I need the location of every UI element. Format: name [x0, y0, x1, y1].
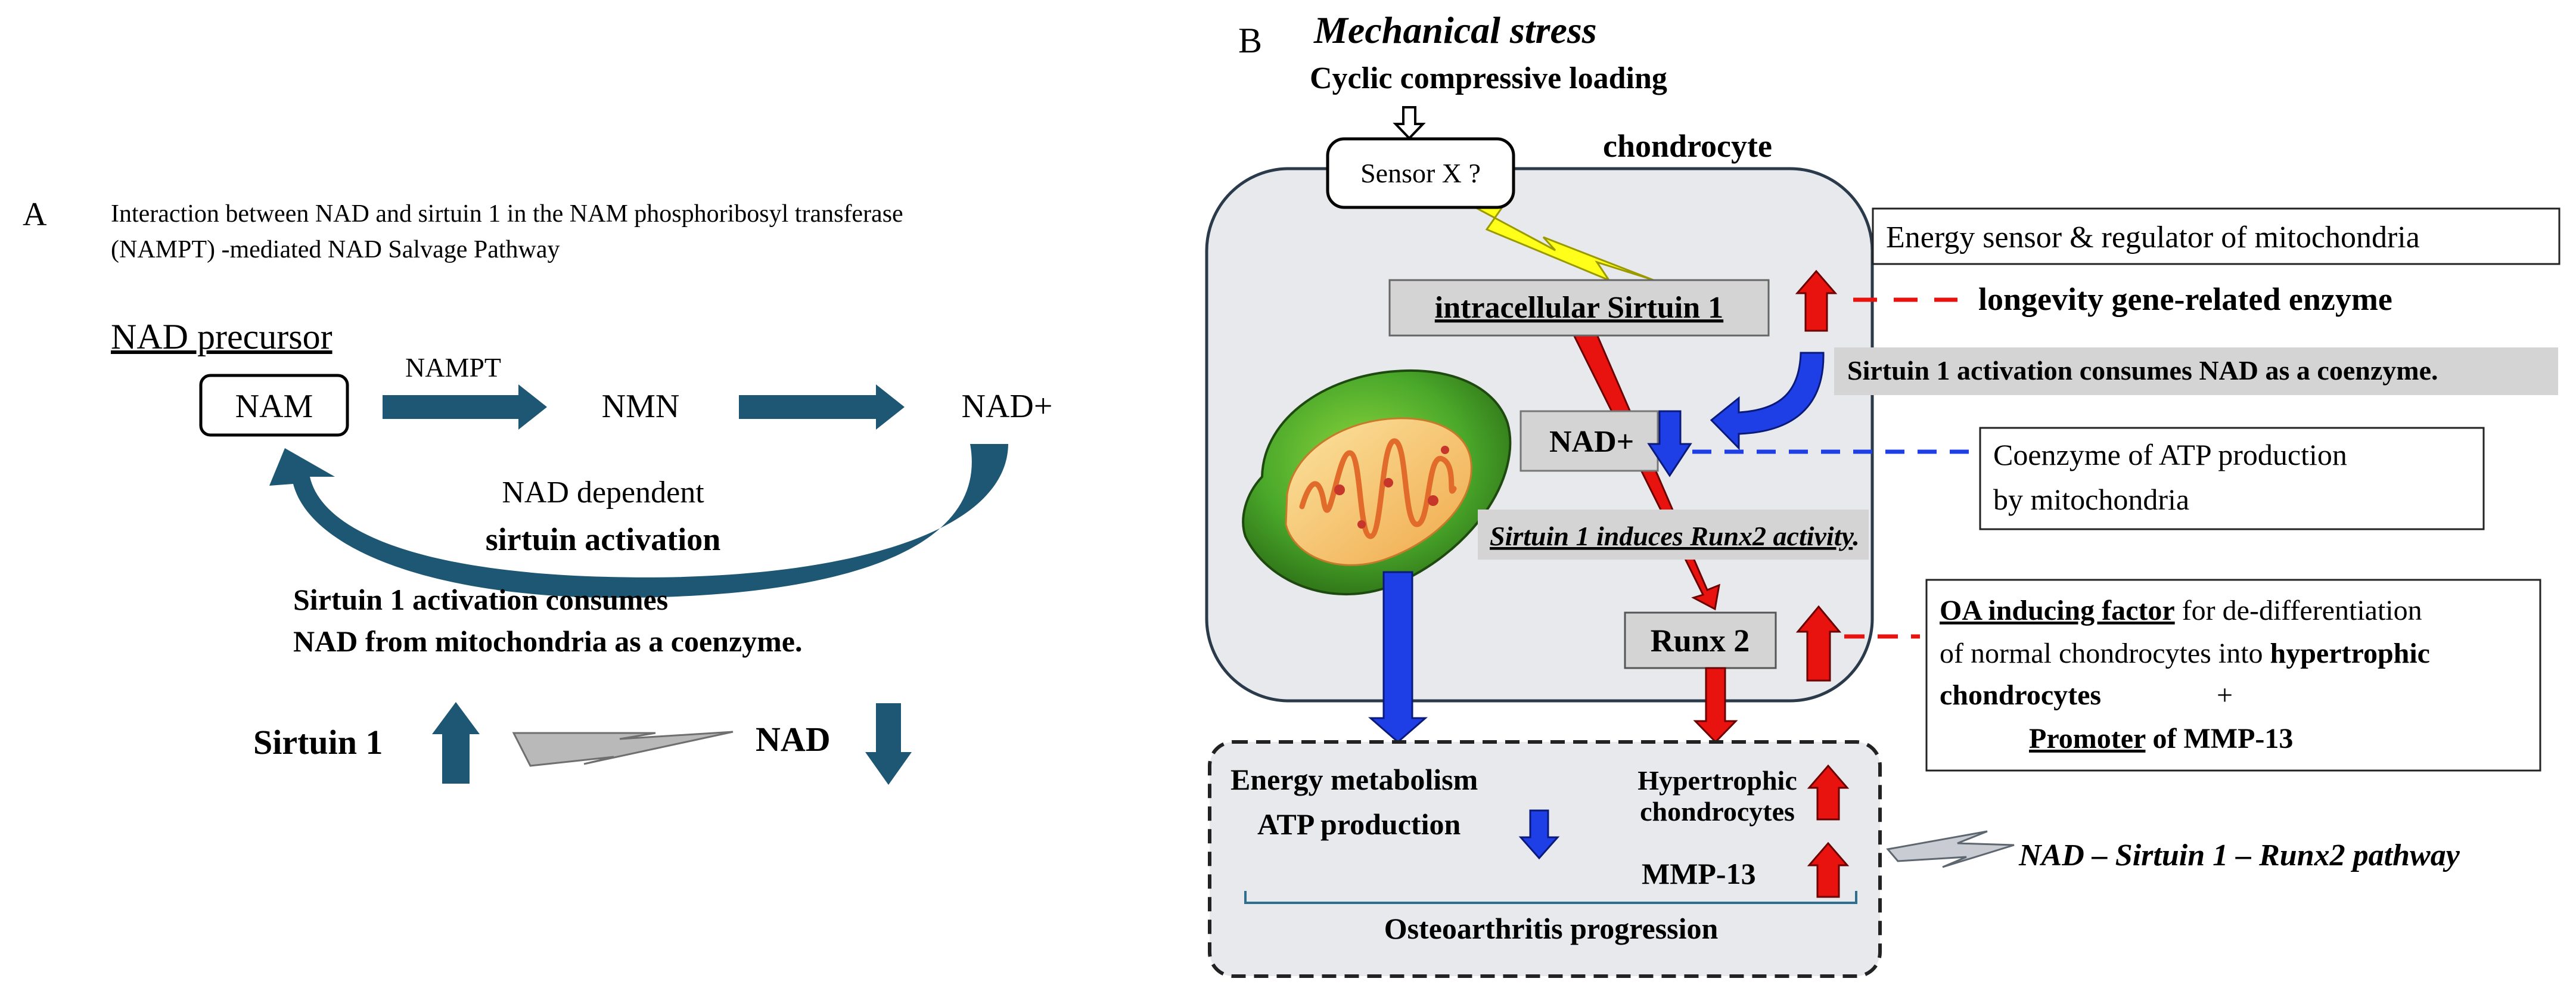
cycle-label-line2: sirtuin activation: [486, 521, 721, 557]
sirtuin-to-nad-arrow: [1710, 352, 1825, 451]
mmp13-label: MMP-13: [1642, 857, 1756, 890]
sirtuin-box-label: intracellular Sirtuin 1: [1435, 291, 1723, 325]
longevity-label: longevity gene-related enzyme: [1978, 281, 2392, 317]
panel-b-subtitle: Cyclic compressive loading: [1310, 61, 1667, 95]
atp-down-arrow-icon: [1518, 809, 1560, 860]
nad-plus-label: NAD+: [962, 388, 1053, 425]
nam-label: NAM: [235, 388, 313, 425]
sensor-box: [1326, 137, 1515, 209]
note-line1: Sirtuin 1 activation consumes: [293, 583, 668, 616]
oa-line3-a: chondrocytes: [1940, 679, 2101, 711]
energy-sensor-label: Energy sensor & regulator of mitochondri…: [1886, 220, 2420, 254]
nam-to-nmn-arrow: [383, 384, 547, 430]
sirtuin-up-arrow-icon: [432, 702, 480, 784]
induces-note: Sirtuin 1 induces Runx2 activity.: [1490, 521, 1860, 551]
coenzyme-line2: by mitochondria: [1993, 483, 2189, 516]
mito-to-energy-arrow: [1368, 571, 1428, 743]
panel-b-title: Mechanical stress: [1313, 9, 1597, 51]
oa-line2: of normal chondrocytes into hypertrophic: [1940, 638, 2430, 669]
runx-box-label: Runx 2: [1651, 623, 1750, 659]
hollow-down-arrow-icon: [1393, 106, 1426, 140]
hyper-line1: Hypertrophic: [1637, 765, 1797, 796]
nad-precursor-label: NAD precursor: [111, 317, 333, 356]
oa-line3-b: +: [2217, 679, 2233, 711]
coenzyme-box: [1979, 427, 2485, 530]
nam-box: [199, 374, 349, 437]
oa-line2-b: hypertrophic: [2270, 638, 2430, 669]
oa-line4-rest: of MMP-13: [2145, 723, 2293, 754]
mmp13-up-arrow-icon: [1807, 841, 1850, 898]
hyper-line2: chondrocytes: [1640, 796, 1795, 827]
panel-a-label: A: [23, 196, 47, 233]
sirtuin-box: [1388, 279, 1770, 337]
runx-box: [1624, 611, 1777, 669]
nmn-to-nad-arrow: [739, 384, 905, 430]
consumes-note: Sirtuin 1 activation consumes NAD as a c…: [1847, 355, 2438, 386]
panel-a: A Interaction between NAD and sirtuin 1 …: [23, 196, 1052, 785]
induces-note-bg: [1478, 510, 1869, 560]
coenzyme-line1: Coenzyme of ATP production: [1993, 438, 2347, 471]
sirtuin1-label: Sirtuin 1: [253, 723, 383, 762]
induces-note-text: Sirtuin 1 induces Runx2 activity: [1490, 521, 1854, 551]
panel-a-title-line2: (NAMPT) -mediated NAD Salvage Pathway: [111, 236, 560, 263]
energy-line1: Energy metabolism: [1230, 763, 1478, 796]
hyper-up-arrow-icon: [1807, 764, 1850, 821]
oa-line1: OA inducing factor for de-differentiatio…: [1940, 595, 2422, 626]
consumes-note-bg: [1834, 347, 2558, 395]
oa-line1-rest: for de-differentiation: [2175, 595, 2422, 626]
runx-to-outcome-arrow: [1693, 667, 1738, 744]
note-line2: NAD from mitochondria as a coenzyme.: [293, 625, 803, 658]
mitochondrion-icon: [1242, 369, 1512, 596]
nad-label: NAD: [756, 720, 831, 759]
energy-line2: ATP production: [1257, 807, 1461, 841]
oa-factor-box: [1925, 579, 2541, 772]
nampt-label: NAMPT: [405, 352, 501, 383]
outcome-bracket: [1244, 891, 1857, 904]
oa-progression-label: Osteoarthritis progression: [1384, 912, 1719, 945]
chondrocyte-label: chondrocyte: [1603, 128, 1772, 164]
nad-down-arrow-icon: [865, 703, 912, 785]
runx-up-arrow-icon: [1795, 605, 1842, 682]
oa-line4: Promoter of MMP-13: [2029, 723, 2293, 754]
nad-down-arrow-icon: [1647, 410, 1692, 477]
sirtuin-up-arrow-icon: [1795, 269, 1838, 332]
energy-sensor-box: [1872, 207, 2561, 265]
nad-box: [1520, 410, 1659, 472]
pathway-lightning-icon: [1886, 830, 2015, 868]
nad-box-label: NAD+: [1549, 425, 1634, 459]
panel-b-label: B: [1238, 21, 1262, 60]
lightning-icon: [512, 731, 734, 767]
panel-a-title-line1: Interaction between NAD and sirtuin 1 in…: [111, 200, 903, 228]
oa-line4-underlined: Promoter: [2029, 723, 2146, 754]
induces-note-period: .: [1853, 521, 1860, 551]
oa-line1-underlined: OA inducing factor: [1940, 595, 2175, 626]
cycle-label-line1: NAD dependent: [502, 476, 704, 510]
pathway-label: NAD – Sirtuin 1 – Runx2 pathway: [2018, 838, 2460, 872]
oa-line2-a: of normal chondrocytes into: [1940, 638, 2270, 669]
panel-b: B Mechanical stress Cyclic compressive l…: [1205, 9, 2561, 978]
nmn-label: NMN: [602, 388, 680, 425]
outcome-box: [1208, 740, 1882, 978]
sensor-label: Sensor X ?: [1360, 158, 1481, 188]
